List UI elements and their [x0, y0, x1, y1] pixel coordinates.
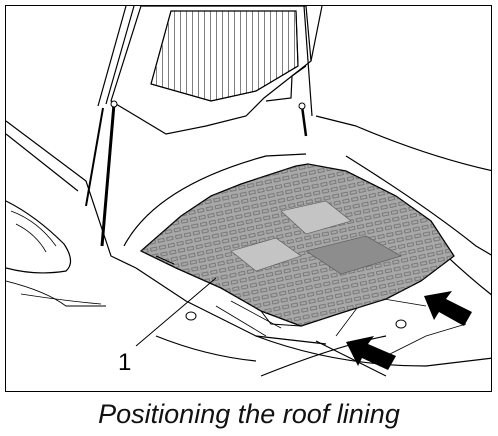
- insertion-arrow-icon: [346, 336, 396, 370]
- figure-caption: Positioning the roof lining: [98, 399, 400, 429]
- insertion-arrow-icon: [424, 291, 472, 326]
- callout-label-1: 1: [118, 349, 132, 376]
- callout-leader-1: [135, 277, 217, 347]
- figure-frame: 1: [5, 5, 492, 392]
- roof-lining-illustration: [6, 6, 491, 377]
- raised-roof-panel: [97, 6, 323, 135]
- vehicle-body: [6, 115, 491, 377]
- roof-lining: [139, 163, 455, 327]
